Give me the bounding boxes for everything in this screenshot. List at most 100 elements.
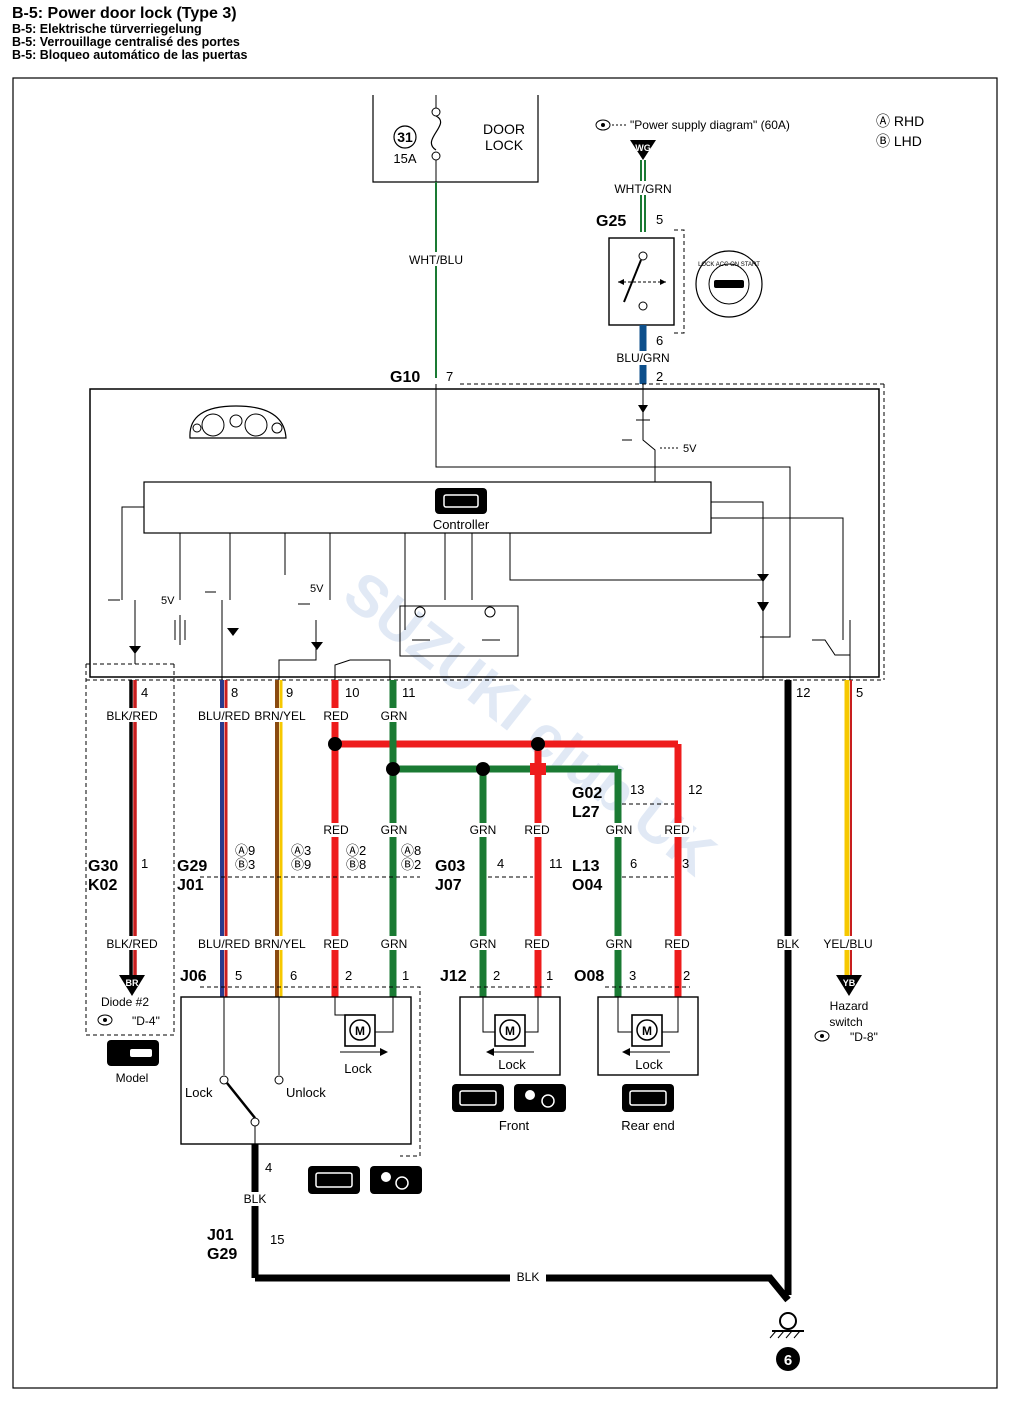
j07-label: J07 [435,877,462,894]
g10-pin-7: 7 [446,369,453,384]
pin-4-top: 4 [141,685,148,700]
see-reference-icon-hazard [814,1030,830,1042]
front-motor-m: M [505,1024,515,1038]
ground-point: 6 [769,1312,804,1371]
g29-pin-lhd-3: Ⓑ3 [235,857,255,872]
model-label: Model [116,1071,149,1085]
pin-12-top: 12 [796,685,810,700]
j06-label: J06 [180,968,207,985]
legend-rhd: Ⓐ RHD [876,113,924,129]
label-blk-red-2: BLK/RED [106,937,158,951]
controller-5v-a: 5V [161,595,175,607]
g10-label: G10 [390,369,420,386]
j12-pin-2: 2 [493,968,500,983]
label-yel-blu: YEL/BLU [823,937,872,951]
diode-ref: "D-4" [132,1014,160,1028]
label-red-low-1: RED [323,937,349,951]
controller-label: Controller [433,517,490,532]
j06-pin-4: 4 [265,1160,272,1175]
g03-label: G03 [435,858,465,875]
combination-meter-box [89,388,880,678]
rear-lock-label: Lock [635,1057,663,1072]
label-red-mid-1: RED [323,823,349,837]
label-grn-low-2: GRN [470,937,497,951]
br-badge-text: BR [126,978,139,988]
internal-circuitry [108,501,851,680]
label-grn-low-3: GRN [606,937,633,951]
g29-pin-lhd-2: Ⓑ2 [401,857,421,872]
ground-icon [779,1312,797,1330]
g25-pin-6: 6 [656,333,663,348]
fuse-name-1: DOOR [483,121,525,137]
pin-9-top: 9 [286,685,293,700]
driver-motor-m: M [355,1024,365,1038]
legend-lhd: Ⓑ LHD [876,133,922,149]
g29-pin-lhd-9: Ⓑ9 [291,857,311,872]
g29-pin-rhd-8: Ⓐ8 [401,843,421,858]
j06-pin-2: 2 [345,968,352,983]
title-block: B-5: Power door lock (Type 3) B-5: Elekt… [12,5,248,63]
controller-5v-b: 5V [310,583,324,595]
controller-block [143,481,712,534]
label-red-top: RED [323,709,349,723]
j12-label: J12 [440,968,467,985]
front-lock-label: Lock [498,1057,526,1072]
g25-pin-5: 5 [656,212,663,227]
g29-pin-rhd-2: Ⓐ2 [346,843,366,858]
label-red-mid-3: RED [664,823,690,837]
g30-label: G30 [88,858,118,875]
j06-pin-5: 5 [235,968,242,983]
g29-pin-lhd-8: Ⓑ8 [346,857,366,872]
yb-badge [836,975,862,996]
pin-10-top: 10 [345,685,359,700]
o08-label: O08 [574,968,604,985]
label-brn-yel-2: BRN/YEL [254,937,306,951]
label-red-low-3: RED [664,937,690,951]
rear-motor-m: M [642,1024,652,1038]
hazard-label-2: switch [829,1015,862,1029]
label-wht-grn: WHT/GRN [614,182,671,196]
label-blu-red-2: BLU/RED [198,937,250,951]
ignition-switch: G25 5 LOCK ACC ON START [596,212,763,334]
fuse-element-icon [430,115,442,151]
title-spanish: B-5: Bloqueo automático de las puertas [12,48,248,63]
j01-bottom-label: J01 [207,1227,234,1244]
key-positions: LOCK ACC ON START [698,262,760,268]
label-grn-low-1: GRN [381,937,408,951]
g03-pin-11: 11 [549,856,563,871]
power-supply-ref: "Power supply diagram" (60A) WG [595,118,790,160]
g02-pin-13: 13 [630,782,644,797]
pin-5-top: 5 [856,685,863,700]
fuse-number-circle [393,125,417,149]
l13-label: L13 [572,858,600,875]
power-ref-text: "Power supply diagram" (60A) [630,118,790,132]
g02-label: G02 [572,785,602,802]
fuse-name-2: LOCK [485,137,524,153]
combination-meter-icon [189,405,287,439]
label-wht-blu: WHT/BLU [409,253,463,267]
g30-pin-1: 1 [141,856,148,871]
j01-label: J01 [177,877,204,894]
diagram-frame [12,77,998,1389]
label-red-mid-2: RED [524,823,550,837]
o08-pin-2: 2 [683,968,690,983]
label-grn-mid-1: GRN [381,823,408,837]
g02-pin-12: 12 [688,782,702,797]
j12-pin-1: 1 [546,968,553,983]
pin-8-top: 8 [231,685,238,700]
see-reference-icon [595,119,611,131]
diode-label: Diode #2 [101,995,149,1009]
l13-pin-6: 6 [630,856,637,871]
label-grn-mid-3: GRN [606,823,633,837]
label-blk-driver: BLK [244,1192,267,1206]
driver-lock-label: Lock [185,1085,213,1100]
label-brn-yel-1: BRN/YEL [254,709,306,723]
yb-badge-text: YB [843,978,856,988]
g29-pin-rhd-3: Ⓐ3 [291,843,311,858]
j06-pin-1: 1 [402,968,409,983]
driver-door-actuator [180,996,412,1145]
g10-pin-2: 2 [656,369,663,384]
front-caption: Front [499,1118,530,1133]
k02-label: K02 [88,877,117,894]
label-grn-mid-2: GRN [470,823,497,837]
